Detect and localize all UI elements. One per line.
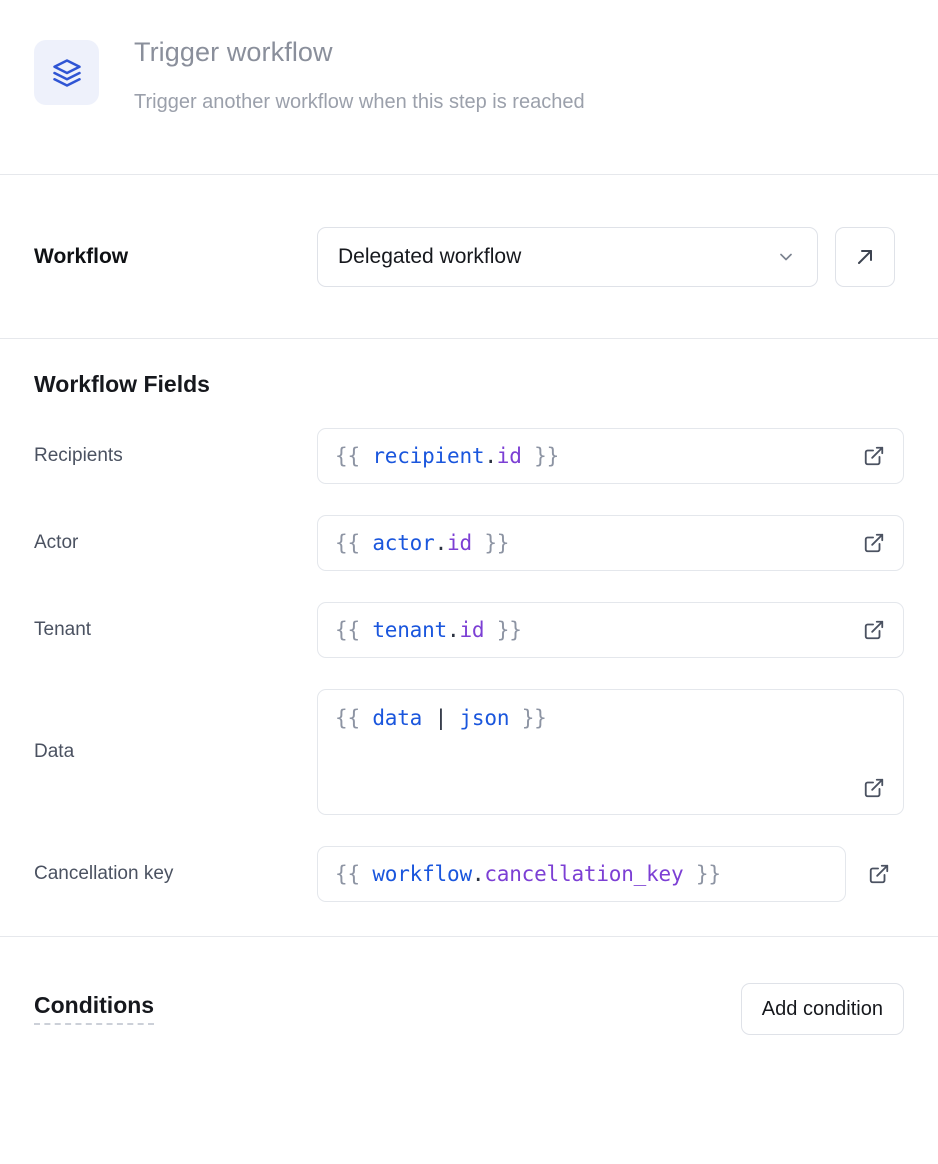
open-workflow-button[interactable] (835, 226, 895, 287)
workflow-select-value: Delegated workflow (338, 244, 522, 268)
panel-header: Trigger workflow Trigger another workflo… (0, 0, 938, 175)
field-label: Recipients (34, 445, 123, 466)
template-value: {{ actor.id }} (335, 530, 510, 555)
workflow-fields-section: Workflow Fields Recipients {{ recipient.i… (0, 339, 938, 937)
page-title: Trigger workflow (134, 37, 333, 67)
template-input[interactable]: {{ data | json }} (317, 689, 904, 815)
template-value: {{ recipient.id }} (335, 443, 560, 468)
field-label: Tenant (34, 619, 92, 640)
template-input[interactable]: {{ recipient.id }} (317, 428, 904, 484)
workflow-fields-title: Workflow Fields (34, 371, 210, 397)
header-text-block: Trigger workflow Trigger another workflo… (134, 34, 585, 115)
field-row: Actor {{ actor.id }} (34, 515, 904, 571)
template-value: {{ workflow.cancellation_key }} (335, 861, 721, 886)
page-subtitle: Trigger another workflow when this step … (134, 90, 585, 113)
layers-stack-icon (34, 40, 99, 105)
external-link-icon[interactable] (862, 531, 886, 555)
workflow-select[interactable]: Delegated workflow (317, 226, 818, 287)
external-link-icon[interactable] (862, 776, 886, 800)
conditions-title: Conditions (34, 992, 155, 1026)
external-link-icon[interactable] (862, 444, 886, 468)
field-label: Cancellation key (34, 863, 174, 884)
arrow-up-right-icon (858, 249, 872, 264)
field-row: Recipients {{ recipient.id }} (34, 428, 904, 484)
field-label: Actor (34, 532, 79, 553)
field-row: Cancellation key {{ workflow.cancellation… (34, 846, 904, 902)
template-value: {{ tenant.id }} (335, 617, 522, 642)
workflow-row: Workflow Delegated workflow (0, 175, 938, 339)
chevron-down-icon (775, 246, 797, 268)
template-input[interactable]: {{ tenant.id }} (317, 602, 904, 658)
template-input[interactable]: {{ actor.id }} (317, 515, 904, 571)
field-rows-container: Recipients {{ recipient.id }} Actor {{ acto… (34, 428, 904, 902)
field-row: Data {{ data | json }} (34, 689, 904, 815)
field-row: Tenant {{ tenant.id }} (34, 602, 904, 658)
workflow-label: Workflow (34, 244, 129, 268)
template-input[interactable]: {{ workflow.cancellation_key }} (317, 846, 846, 902)
template-value: {{ data | json }} (335, 706, 547, 730)
external-link-icon[interactable] (866, 861, 892, 887)
add-condition-button[interactable]: Add condition (740, 983, 904, 1035)
field-label: Data (34, 741, 75, 762)
conditions-section: Conditions Add condition (0, 937, 938, 1035)
external-link-icon[interactable] (862, 618, 886, 642)
